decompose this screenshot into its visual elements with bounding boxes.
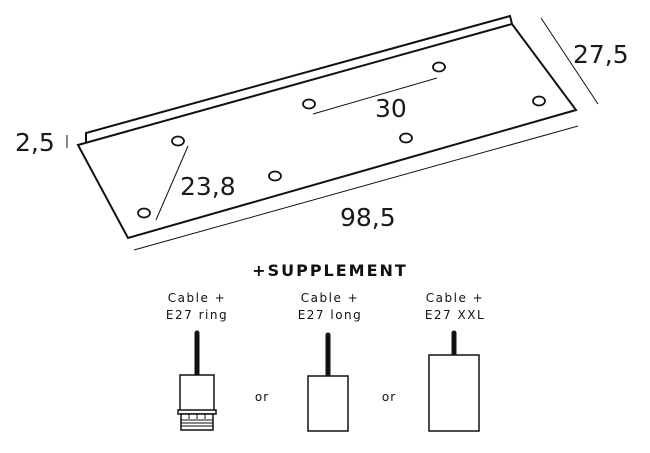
option-e27-long: Cable + E27 long: [298, 291, 363, 432]
dim-width: 27,5: [573, 40, 629, 69]
plate-front-face: [76, 22, 578, 240]
option-e27-xxl: Cable + E27 XXL: [425, 291, 485, 432]
socket-body-icon: [179, 374, 215, 412]
plate-drawing: [76, 14, 578, 240]
dim-hole-spacing-long: 30: [375, 94, 407, 123]
hole: [432, 61, 446, 73]
plate-back-edge: [85, 14, 513, 146]
socket-body-icon: [428, 354, 480, 432]
option-label: E27 long: [298, 308, 363, 322]
socket-body-icon: [307, 375, 349, 432]
dim-hole-spacing-short: 23,8: [180, 172, 236, 201]
separator-or: or: [255, 390, 269, 404]
dim-line-width: [540, 17, 599, 105]
hole: [399, 132, 413, 144]
dimension-lines: [66, 17, 599, 251]
dim-line-30: [312, 77, 438, 115]
hole: [302, 98, 316, 110]
dim-height: 2,5: [15, 128, 55, 157]
supplement-title: +SUPPLEMENT: [252, 261, 408, 280]
option-e27-ring: Cable + E27 ring: [166, 291, 228, 431]
mounting-holes: [137, 61, 546, 219]
option-label: Cable +: [426, 291, 484, 305]
hole: [171, 135, 185, 147]
option-label: Cable +: [301, 291, 359, 305]
hole: [532, 95, 546, 107]
separator-or: or: [382, 390, 396, 404]
hole: [268, 170, 282, 182]
hole: [137, 207, 151, 219]
dim-line-length: [133, 125, 579, 251]
option-label: E27 XXL: [425, 308, 485, 322]
option-label: Cable +: [168, 291, 226, 305]
dim-line-short: [155, 145, 189, 221]
option-label: E27 ring: [166, 308, 228, 322]
dim-length: 98,5: [340, 203, 396, 232]
